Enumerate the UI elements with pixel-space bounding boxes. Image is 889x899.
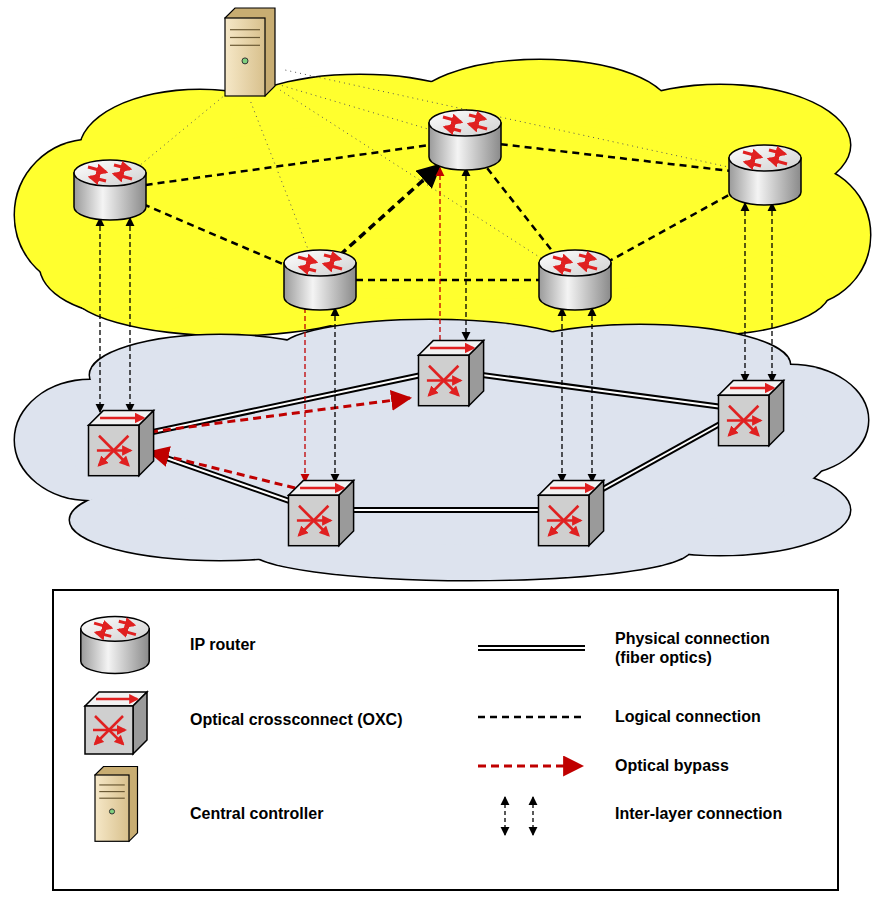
ip-router	[729, 145, 801, 205]
fiber-sample	[478, 645, 585, 651]
ip-router	[81, 617, 149, 674]
optical-crossconnect	[289, 481, 354, 546]
inter-layer-link	[304, 308, 305, 482]
logical-link	[320, 279, 575, 282]
legend-label: Optical crossconnect (OXC)	[190, 710, 405, 729]
legend-label: Physical connection (fiber optics)	[615, 629, 805, 667]
logical-link	[110, 140, 465, 190]
inter-layer-link	[465, 168, 466, 340]
ip-router	[284, 250, 356, 310]
legend-label: Central controller	[190, 804, 440, 823]
optical-crossconnect	[419, 341, 484, 406]
fiber-link	[445, 370, 745, 410]
central-controller	[95, 767, 138, 842]
inter-layer-link	[771, 203, 772, 382]
legend-label: IP router	[190, 635, 440, 654]
control-link	[285, 70, 765, 175]
inter-layer-link	[99, 218, 100, 412]
optical-crossconnect	[539, 481, 604, 546]
ip-router	[74, 160, 146, 220]
logical-link	[340, 165, 440, 255]
optical-crossconnect	[89, 411, 154, 476]
fiber-link	[115, 370, 445, 440]
bypass-sample	[478, 765, 582, 768]
central-controller	[225, 8, 275, 96]
inter-layer-link	[439, 168, 440, 340]
inter-layer-link	[334, 308, 335, 482]
ip-router	[539, 250, 611, 310]
logical-link	[465, 140, 765, 175]
optical-crossconnect	[719, 381, 784, 446]
inter-layer-link	[561, 308, 562, 482]
optical-bypass	[150, 452, 295, 488]
legend-label: Inter-layer connection	[615, 804, 825, 823]
legend-label: Logical connection	[615, 707, 825, 726]
ip-router	[429, 110, 501, 170]
inter-layer-link	[129, 218, 130, 412]
legend-label: Optical bypass	[615, 756, 825, 775]
legend-box	[53, 590, 838, 890]
logical-sample	[478, 716, 585, 719]
control-link	[280, 90, 575, 280]
inter-layer-sample	[532, 797, 533, 835]
inter-layer-sample	[504, 797, 505, 835]
upper-cloud	[15, 60, 870, 335]
inter-layer-link	[591, 308, 592, 482]
lower-cloud	[15, 320, 868, 580]
inter-layer-link	[744, 203, 745, 382]
optical-bypass	[150, 398, 410, 432]
optical-crossconnect	[85, 692, 147, 754]
